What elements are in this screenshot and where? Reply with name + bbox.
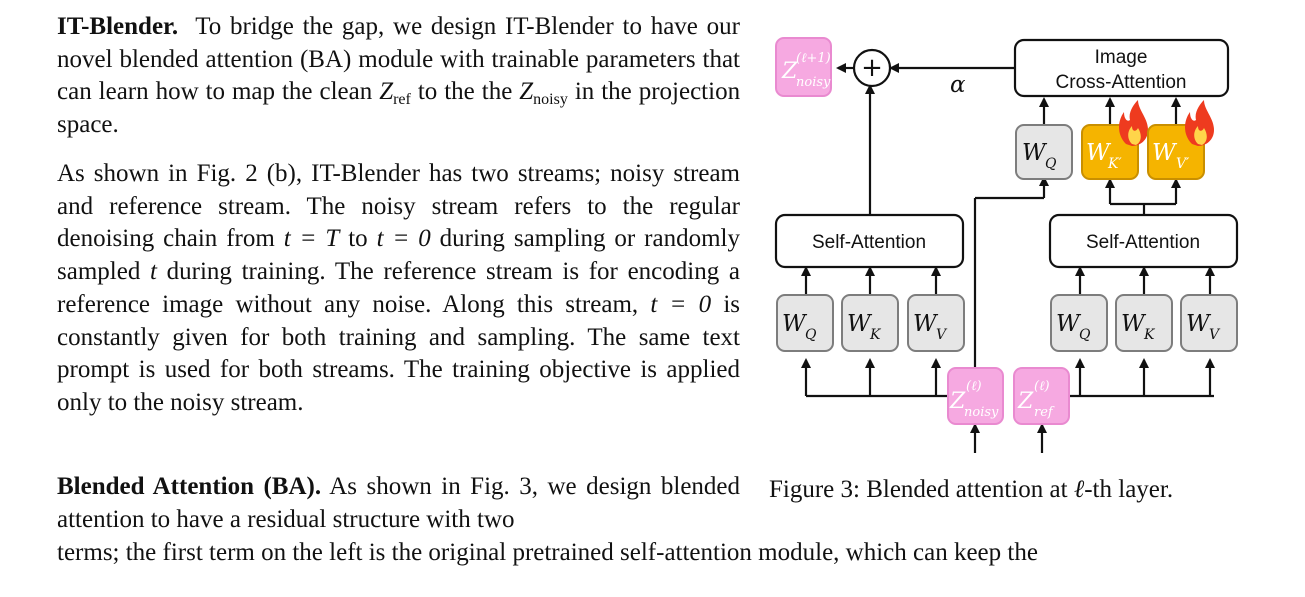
svg-text:Cross-Attention: Cross-Attention — [1056, 72, 1187, 93]
paragraph-it-blender: IT-Blender. To bridge the gap, we design… — [57, 11, 740, 142]
svg-text:W: W — [1056, 311, 1082, 337]
svg-text:Self-Attention: Self-Attention — [1086, 232, 1200, 253]
math-t: t — [150, 258, 157, 286]
svg-text:W: W — [782, 311, 808, 337]
svg-text:(ℓ): (ℓ) — [966, 379, 982, 394]
math-t-equals-0: t = 0 — [650, 290, 712, 318]
fire-icon — [1185, 100, 1214, 146]
svg-text:Z: Z — [1017, 389, 1034, 414]
svg-text:W: W — [1186, 311, 1212, 337]
svg-text:Q: Q — [1045, 156, 1057, 172]
text: As shown in Fig. 2 (b), IT-Blender has t… — [57, 160, 740, 253]
blended-attention-diagram: + α Z (ℓ+1) noisy Image Cross-Attention … — [774, 37, 1239, 453]
wv-right-box: W V — [1180, 294, 1238, 352]
math-t-equals-T: t = T — [283, 225, 340, 253]
wq-left-box: W Q — [776, 294, 834, 352]
text: As shown in Fig. 3, we design blended at… — [57, 473, 741, 533]
text: during training. The reference stream is… — [57, 258, 740, 318]
heading-it-blender: IT-Blender. — [57, 13, 179, 40]
svg-text:+: + — [861, 53, 883, 83]
svg-text:K: K — [1143, 327, 1156, 343]
svg-text:(ℓ+1): (ℓ+1) — [796, 51, 831, 66]
fire-icon — [1119, 100, 1148, 146]
svg-text:V′: V′ — [1176, 156, 1190, 172]
z-noisy-input-box: Z (ℓ) noisy — [947, 367, 1004, 425]
heading-blended-attention: Blended Attention (BA). — [57, 473, 322, 500]
self-attention-left-box: Self-Attention — [774, 213, 965, 269]
svg-text:V: V — [936, 327, 948, 343]
svg-text:Q: Q — [1079, 327, 1091, 343]
wk-prime-trainable-box: W K′ — [1081, 100, 1148, 180]
svg-text:noisy: noisy — [796, 75, 831, 90]
self-attention-right-box: Self-Attention — [1048, 213, 1239, 269]
paragraph-blended-attention: Blended Attention (BA). As shown in Fig.… — [57, 471, 740, 536]
residual-add: + — [852, 48, 892, 88]
figure-caption: Figure 3: Blended attention at ℓ-th laye… — [769, 476, 1174, 503]
svg-text:Z: Z — [781, 59, 798, 84]
svg-text:W: W — [1121, 311, 1147, 337]
wq-cross-box: W Q — [1015, 124, 1073, 180]
math-z-ref: Zref — [379, 78, 411, 109]
z-ref-input-box: Z (ℓ) ref — [1013, 367, 1070, 425]
text: during sampling or randomly sampled — [57, 225, 740, 286]
text: in the projection space. — [57, 78, 741, 139]
svg-text:noisy: noisy — [964, 405, 999, 420]
wv-left-box: W V — [907, 294, 965, 352]
svg-text:W: W — [1022, 140, 1048, 166]
svg-text:W: W — [1086, 140, 1112, 166]
svg-text:Z: Z — [949, 389, 966, 414]
text: is constantly given for both training an… — [57, 290, 740, 416]
wq-right-box: W Q — [1050, 294, 1108, 352]
svg-text:(ℓ): (ℓ) — [1034, 379, 1050, 394]
text: the — [481, 78, 513, 106]
wk-right-box: W K — [1115, 294, 1173, 352]
wk-left-box: W K — [841, 294, 899, 352]
text: To bridge the gap, we design IT-Blender … — [57, 13, 740, 106]
alpha-label: α — [950, 72, 966, 98]
image-cross-attention-box: Image Cross-Attention — [1013, 38, 1230, 98]
svg-text:W: W — [1152, 140, 1178, 166]
wv-prime-trainable-box: W V′ — [1147, 100, 1214, 180]
svg-text:Image: Image — [1095, 47, 1148, 68]
svg-text:K: K — [869, 327, 882, 343]
svg-text:V: V — [1209, 327, 1221, 343]
svg-text:Self-Attention: Self-Attention — [812, 232, 926, 253]
text: to the — [417, 78, 475, 106]
math-z-noisy: Znoisy — [519, 78, 568, 109]
z-noisy-next-layer-box: Z (ℓ+1) noisy — [775, 37, 832, 97]
svg-text:W: W — [847, 311, 873, 337]
svg-text:Q: Q — [805, 327, 817, 343]
svg-text:ref: ref — [1034, 405, 1055, 420]
text: to — [348, 225, 368, 253]
svg-text:W: W — [913, 311, 939, 337]
paragraph-streams: As shown in Fig. 2 (b), IT-Blender has t… — [57, 158, 740, 420]
paragraph-blended-attention-continued: terms; the first term on the left is the… — [57, 539, 1038, 566]
svg-text:K′: K′ — [1107, 156, 1122, 172]
math-t-equals-0: t = 0 — [376, 225, 431, 253]
